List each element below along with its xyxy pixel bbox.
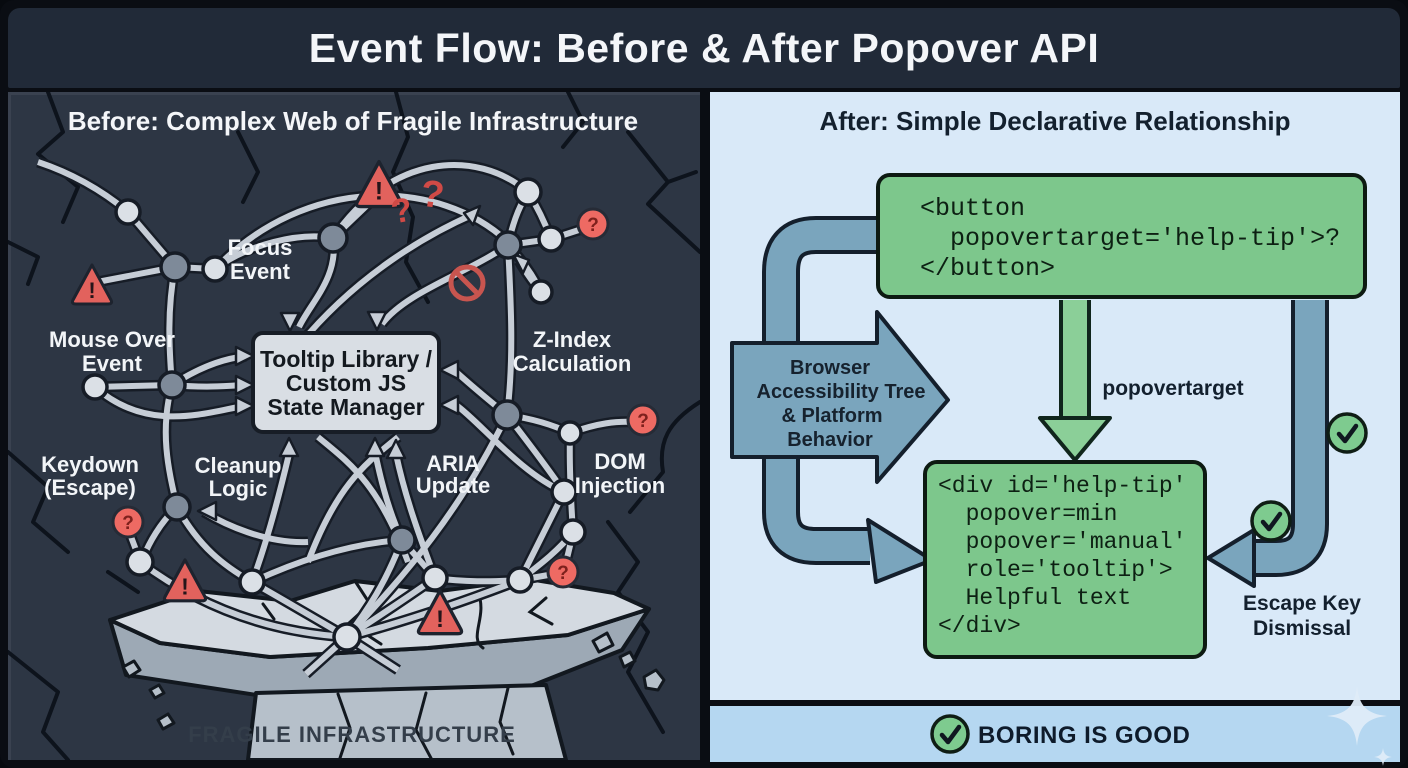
svg-text:Keydown: Keydown [41, 452, 139, 477]
svg-text:Accessibility Tree: Accessibility Tree [757, 381, 926, 403]
svg-text:Event: Event [82, 351, 143, 376]
svg-text:Escape Key: Escape Key [1243, 592, 1361, 615]
warning-icon: ! [354, 159, 404, 209]
escape-label: Escape Key Dismissal [1243, 592, 1361, 640]
svg-text:!: ! [88, 278, 95, 303]
div-code-box: <div id='help-tip' popover=min popover='… [923, 460, 1207, 659]
before-diagram: FRAGILE INFRASTRUCTURE [8, 92, 700, 760]
svg-text:Cleanup: Cleanup [195, 453, 282, 478]
before-heading: Before: Complex Web of Fragile Infrastru… [68, 106, 638, 136]
after-diagram: Browser Accessibility Tree & Platform Be… [730, 106, 1368, 659]
event-label-keydown: Keydown (Escape) [41, 452, 139, 500]
question-badge: ? [576, 207, 610, 241]
popovertarget-arrow [1038, 300, 1112, 462]
after-heading: After: Simple Declarative Relationship [819, 106, 1290, 136]
edge-arrowheads [196, 204, 531, 522]
check-icon [1250, 500, 1292, 542]
button-code-box: <button popovertarget='help-tip'>? </but… [876, 173, 1367, 299]
svg-text:popover=min: popover=min [938, 501, 1117, 527]
question-badge: ? [626, 403, 660, 437]
question-badge: ? [546, 555, 580, 589]
page-title: Event Flow: Before & After Popover API [308, 24, 1100, 71]
svg-text:Dismissal: Dismissal [1253, 617, 1351, 640]
svg-text:DOM: DOM [594, 449, 645, 474]
svg-text:Behavior: Behavior [787, 429, 873, 451]
title-bar: Event Flow: Before & After Popover API [8, 8, 1400, 88]
svg-text:?: ? [637, 411, 649, 432]
footer-slogan: BORING IS GOOD [978, 722, 1190, 749]
svg-text:?: ? [122, 513, 134, 534]
svg-text:!: ! [375, 178, 383, 206]
footer-bar: BORING IS GOOD [710, 706, 1400, 762]
warning-icon: ! [416, 589, 464, 636]
svg-text:Logic: Logic [209, 476, 268, 501]
check-icon [1326, 412, 1368, 454]
svg-text:Calculation: Calculation [513, 351, 632, 376]
fragile-caption: FRAGILE INFRASTRUCTURE [188, 722, 516, 747]
event-label-z-index: Z-Index Calculation [513, 327, 632, 376]
svg-text:Event: Event [230, 259, 291, 284]
warning-icon: ! [70, 263, 114, 306]
question-badge: ? [111, 505, 145, 539]
before-panel: FRAGILE INFRASTRUCTURE [8, 92, 700, 760]
svg-text:?: ? [587, 215, 599, 236]
svg-text:popovertarget='help-tip'>?: popovertarget='help-tip'>? [920, 224, 1340, 253]
check-icon [930, 714, 970, 754]
svg-text:popover='manual': popover='manual' [938, 529, 1186, 555]
warning-icon: ! [162, 558, 208, 603]
fragile-rock: FRAGILE INFRASTRUCTURE [108, 577, 666, 760]
escape-arrowhead-icon [1206, 528, 1256, 588]
svg-text:role='tooltip'>: role='tooltip'> [938, 557, 1173, 583]
svg-text:Z-Index: Z-Index [533, 327, 612, 352]
svg-text:& Platform: & Platform [781, 405, 882, 427]
svg-text:Mouse Over: Mouse Over [49, 327, 175, 352]
event-label-mouse-over: Mouse Over Event [49, 327, 175, 376]
question-mark: ? [418, 173, 447, 218]
band-arrowhead-icon [866, 518, 934, 584]
event-label-dom: DOM Injection [575, 449, 665, 498]
svg-text:</div>: </div> [938, 613, 1021, 639]
svg-text:Update: Update [416, 473, 491, 498]
svg-text:Tooltip Library /: Tooltip Library / [260, 346, 433, 372]
svg-text:(Escape): (Escape) [44, 475, 136, 500]
event-label-cleanup: Cleanup Logic [195, 453, 282, 501]
svg-text:Custom JS: Custom JS [286, 370, 406, 396]
svg-text:!: ! [181, 574, 189, 600]
svg-text:<div id='help-tip': <div id='help-tip' [938, 473, 1186, 499]
svg-text:Focus: Focus [228, 235, 293, 260]
event-label-aria: ARIA Update [416, 451, 491, 498]
background-cracks [8, 92, 700, 760]
svg-text:Helpful text: Helpful text [938, 585, 1131, 611]
green-arrowhead-icon [1038, 416, 1112, 462]
after-panel: Browser Accessibility Tree & Platform Be… [710, 92, 1400, 700]
escape-band [1206, 300, 1329, 588]
prohibited-icon [448, 264, 486, 302]
svg-text:<button: <button [920, 194, 1025, 223]
browser-arrow: Browser Accessibility Tree & Platform Be… [730, 310, 950, 484]
svg-text:State Manager: State Manager [267, 394, 424, 420]
browser-band [762, 216, 934, 584]
popovertarget-label: popovertarget [1102, 377, 1243, 400]
svg-text:Injection: Injection [575, 473, 665, 498]
tooltip-library-box: Tooltip Library / Custom JS State Manage… [251, 331, 441, 434]
svg-text:</button>: </button> [920, 254, 1055, 283]
svg-text:!: ! [436, 606, 444, 633]
network-nodes [81, 177, 587, 652]
svg-text:?: ? [557, 563, 569, 584]
svg-text:ARIA: ARIA [426, 451, 480, 476]
event-label-focus: Focus Event [228, 235, 293, 284]
svg-text:Browser: Browser [790, 357, 870, 379]
